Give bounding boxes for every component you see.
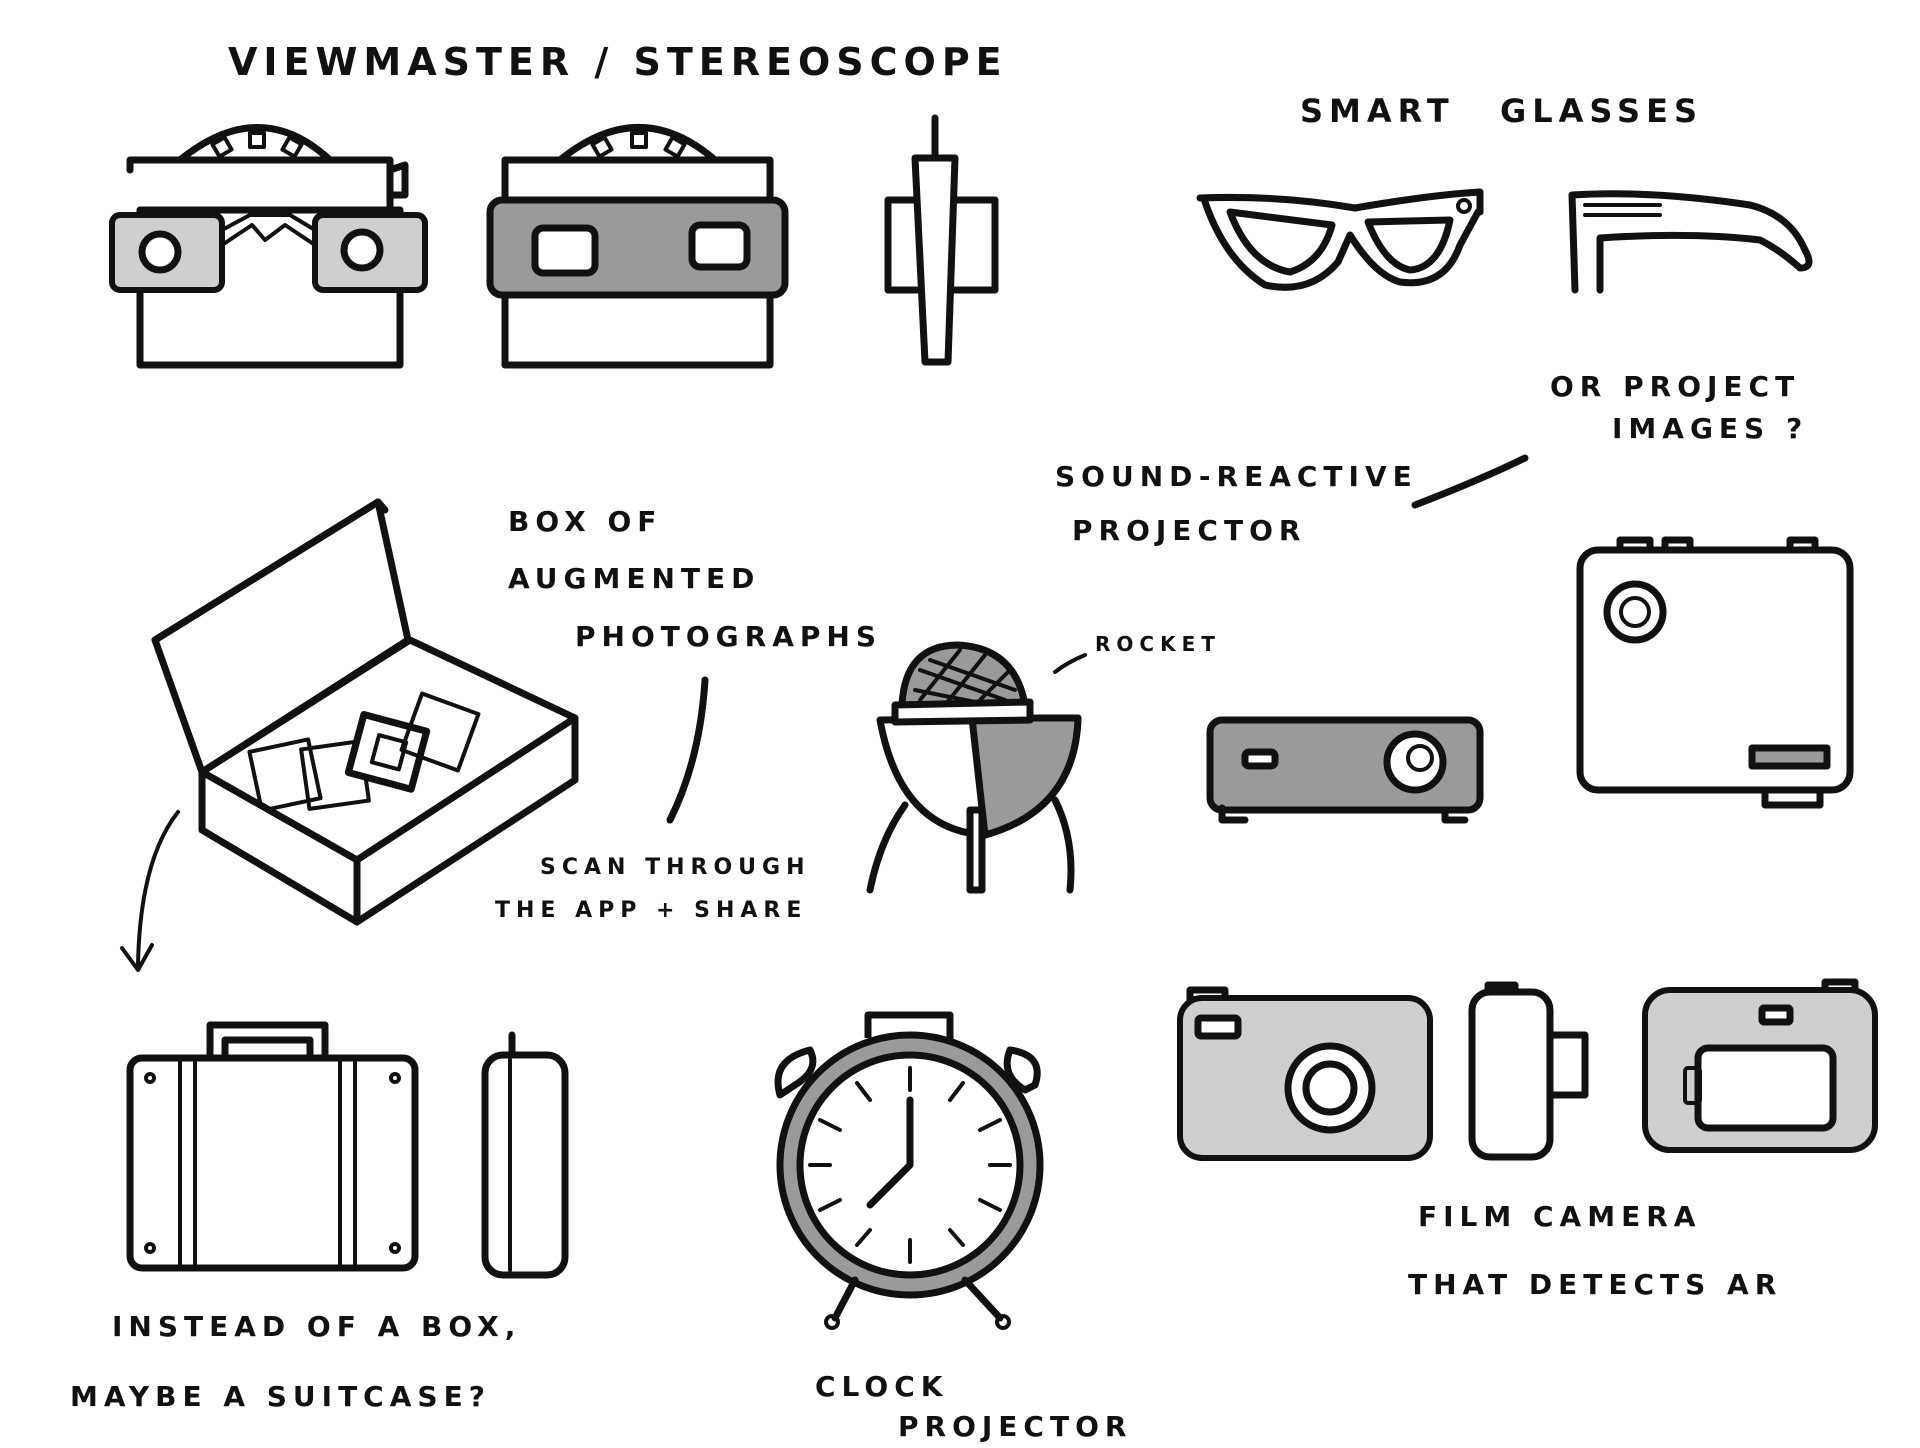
sound-reactive-label: SOUND-REACTIVE xyxy=(1055,460,1418,493)
box-of-label: BOX OF xyxy=(508,505,663,538)
or-project-images-label: IMAGES ? xyxy=(1612,412,1809,445)
clock-projector-label: PROJECTOR xyxy=(898,1410,1133,1443)
projector-large-sketch xyxy=(1576,536,1854,809)
projector-small-sketch xyxy=(1206,716,1484,824)
glasses-label: GLASSES xyxy=(1500,92,1703,130)
viewmaster-front-sketch xyxy=(109,124,428,369)
film-camera-side-sketch xyxy=(1468,981,1589,1161)
smart-glasses-front-sketch xyxy=(1196,188,1484,291)
viewmaster-label: VIEWMASTER / STEREOSCOPE xyxy=(228,40,1008,84)
augmented-label: AUGMENTED xyxy=(508,562,761,595)
rocket-label: ROCKET xyxy=(1095,632,1221,656)
app-share-label: THE APP + SHARE xyxy=(495,898,808,923)
sound-reactive-projector-label: PROJECTOR xyxy=(1072,514,1307,547)
connector-line xyxy=(666,676,709,824)
photographs-label: PHOTOGRAPHS xyxy=(575,620,882,653)
connector-line xyxy=(1411,454,1529,509)
scan-through-label: SCAN THROUGH xyxy=(540,855,811,880)
suitcase-label-line-2: MAYBE A SUITCASE? xyxy=(70,1380,491,1413)
suitcase-side-sketch xyxy=(481,1031,569,1279)
or-project-label: OR PROJECT xyxy=(1550,370,1801,403)
film-camera-label: FILM CAMERA xyxy=(1418,1200,1702,1233)
smart-glasses-side-sketch xyxy=(1568,190,1813,294)
film-camera-back-sketch xyxy=(1642,978,1878,1153)
clock-projector-sketch xyxy=(774,1011,1044,1330)
suitcase-front-sketch xyxy=(126,1021,419,1272)
rocket-projector-sketch xyxy=(866,641,1087,894)
viewmaster-shaded-sketch xyxy=(486,124,789,369)
film-camera-front-sketch xyxy=(1177,986,1433,1161)
photo-box-sketch xyxy=(151,498,579,926)
clock-label: CLOCK xyxy=(815,1370,949,1403)
detects-ar-label: THAT DETECTS AR xyxy=(1408,1268,1783,1301)
viewmaster-side-sketch xyxy=(884,114,999,366)
smart-label: SMART xyxy=(1300,92,1455,130)
suitcase-label-line-1: INSTEAD OF A BOX, xyxy=(112,1310,522,1343)
arrow-to-suitcase xyxy=(120,810,180,972)
